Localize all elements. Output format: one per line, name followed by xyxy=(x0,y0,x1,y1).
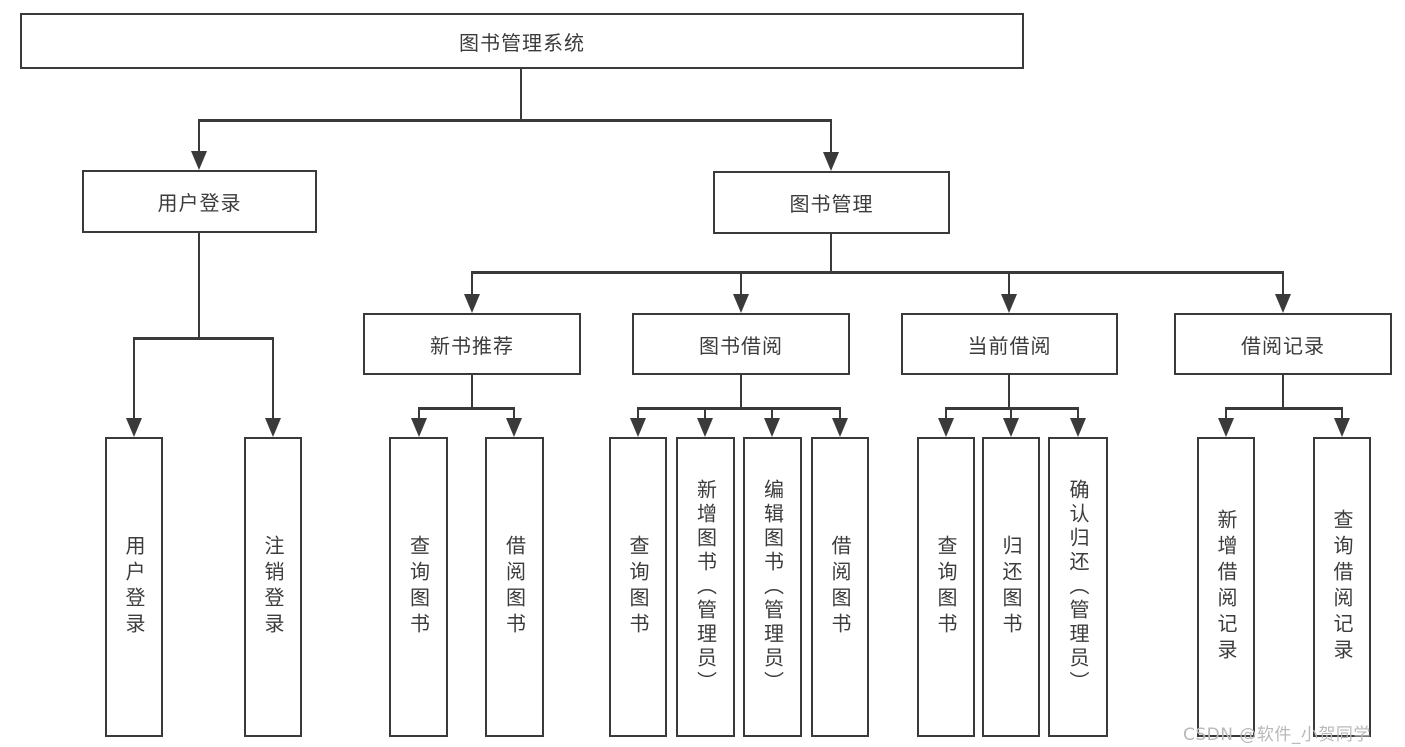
leaf-label: 查询图书 xyxy=(934,535,958,639)
connector-borrow-records-stem xyxy=(1282,375,1284,408)
node-label: 图书管理系统 xyxy=(459,30,585,55)
connector-drop-leaf-login xyxy=(133,337,135,421)
leaf-label: 查询图书 xyxy=(406,535,431,639)
leaf-logout: 注销登录 xyxy=(244,437,302,737)
connector-drop xyxy=(839,407,841,421)
connector-user-login-stem xyxy=(198,233,200,339)
leaf-query-borrow-record: 查询借阅记录 xyxy=(1313,437,1371,737)
leaf-borrow-books: 借阅图书 xyxy=(811,437,869,737)
connector-new-book-stem xyxy=(471,375,473,408)
arrowhead-icon xyxy=(1218,418,1234,437)
leaf-label: 确认归还（管理员） xyxy=(1066,479,1090,695)
arrowhead-icon xyxy=(764,418,780,437)
leaf-label: 新增图书（管理员） xyxy=(693,479,718,695)
connector-drop xyxy=(1341,407,1343,421)
node-label: 图书管理 xyxy=(789,192,874,216)
leaf-label: 编辑图书（管理员） xyxy=(760,479,785,695)
connector-drop-book-borrow xyxy=(740,271,742,296)
connector-root-bus xyxy=(198,119,832,122)
leaf-query-books-recommend: 查询图书 xyxy=(389,437,448,737)
leaf-add-borrow-record: 新增借阅记录 xyxy=(1197,437,1255,737)
connector-book-borrow-stem xyxy=(740,375,742,408)
arrowhead-icon xyxy=(823,152,839,171)
connector-book-borrow-bus xyxy=(637,407,841,410)
connector-drop xyxy=(704,407,706,421)
node-label: 新书推荐 xyxy=(430,333,514,358)
connector-drop-user-login xyxy=(198,119,200,154)
connector-drop-new-book xyxy=(471,271,473,296)
node-label: 用户登录 xyxy=(157,191,242,215)
arrowhead-icon xyxy=(630,418,646,437)
node-book-borrowing: 图书借阅 xyxy=(632,313,850,375)
connector-root-stem xyxy=(520,69,522,120)
csdn-watermark: CSDN @软件_小贺同学 xyxy=(1183,725,1371,745)
leaf-label: 新增借阅记录 xyxy=(1214,509,1238,665)
connector-drop xyxy=(1225,407,1227,421)
arrowhead-icon xyxy=(832,418,848,437)
leaf-add-books-admin: 新增图书（管理员） xyxy=(676,437,735,737)
node-borrowing-records: 借阅记录 xyxy=(1174,313,1392,375)
node-current-borrowing: 当前借阅 xyxy=(901,313,1118,375)
leaf-borrow-books-recommend: 借阅图书 xyxy=(485,437,544,737)
connector-drop xyxy=(945,407,947,421)
node-book-management: 图书管理 xyxy=(713,171,950,234)
arrowhead-icon xyxy=(191,151,207,170)
leaf-label: 查询图书 xyxy=(626,535,650,639)
node-new-book-recommendation: 新书推荐 xyxy=(363,313,581,375)
arrowhead-icon xyxy=(1334,418,1350,437)
arrowhead-icon xyxy=(1070,418,1086,437)
connector-user-login-bus xyxy=(133,337,274,340)
arrowhead-icon xyxy=(126,418,142,437)
connector-drop xyxy=(418,407,420,421)
connector-new-book-bus xyxy=(418,407,515,410)
connector-current-borrow-stem xyxy=(1008,375,1010,408)
leaf-label: 借阅图书 xyxy=(828,535,852,639)
node-user-login: 用户登录 xyxy=(82,170,317,233)
node-label: 当前借阅 xyxy=(967,333,1052,358)
arrowhead-icon xyxy=(697,418,713,437)
connector-drop-borrow-records xyxy=(1282,271,1284,296)
leaf-query-books-borrow: 查询图书 xyxy=(609,437,667,737)
connector-drop xyxy=(1010,407,1012,421)
connector-book-management-stem xyxy=(830,234,832,272)
leaf-query-books-current: 查询图书 xyxy=(917,437,975,737)
connector-drop-leaf-logout xyxy=(272,337,274,421)
connector-book-management-bus xyxy=(471,271,1284,274)
leaf-edit-books-admin: 编辑图书（管理员） xyxy=(743,437,802,737)
connector-drop-current-borrow xyxy=(1008,271,1010,296)
leaf-confirm-return-admin: 确认归还（管理员） xyxy=(1048,437,1108,737)
node-label: 借阅记录 xyxy=(1241,333,1325,358)
connector-borrow-records-bus xyxy=(1225,407,1343,410)
connector-drop xyxy=(513,407,515,421)
connector-current-borrow-bus xyxy=(945,407,1079,410)
arrowhead-icon xyxy=(265,418,281,437)
connector-drop-book-management xyxy=(830,119,832,154)
arrowhead-icon xyxy=(464,294,480,313)
leaf-label: 查询借阅记录 xyxy=(1330,509,1354,665)
arrowhead-icon xyxy=(733,294,749,313)
arrowhead-icon xyxy=(411,418,427,437)
arrowhead-icon xyxy=(1001,294,1017,313)
arrowhead-icon xyxy=(1275,294,1291,313)
node-library-management-system: 图书管理系统 xyxy=(20,13,1024,69)
leaf-label: 借阅图书 xyxy=(502,535,527,639)
leaf-return-books: 归还图书 xyxy=(982,437,1040,737)
arrowhead-icon xyxy=(938,418,954,437)
arrowhead-icon xyxy=(506,418,522,437)
leaf-user-login: 用户登录 xyxy=(105,437,163,737)
connector-drop xyxy=(1077,407,1079,421)
leaf-label: 用户登录 xyxy=(122,535,146,639)
connector-drop xyxy=(637,407,639,421)
node-label: 图书借阅 xyxy=(699,333,783,358)
connector-drop xyxy=(771,407,773,421)
leaf-label: 归还图书 xyxy=(999,535,1023,639)
leaf-label: 注销登录 xyxy=(261,535,285,639)
arrowhead-icon xyxy=(1003,418,1019,437)
